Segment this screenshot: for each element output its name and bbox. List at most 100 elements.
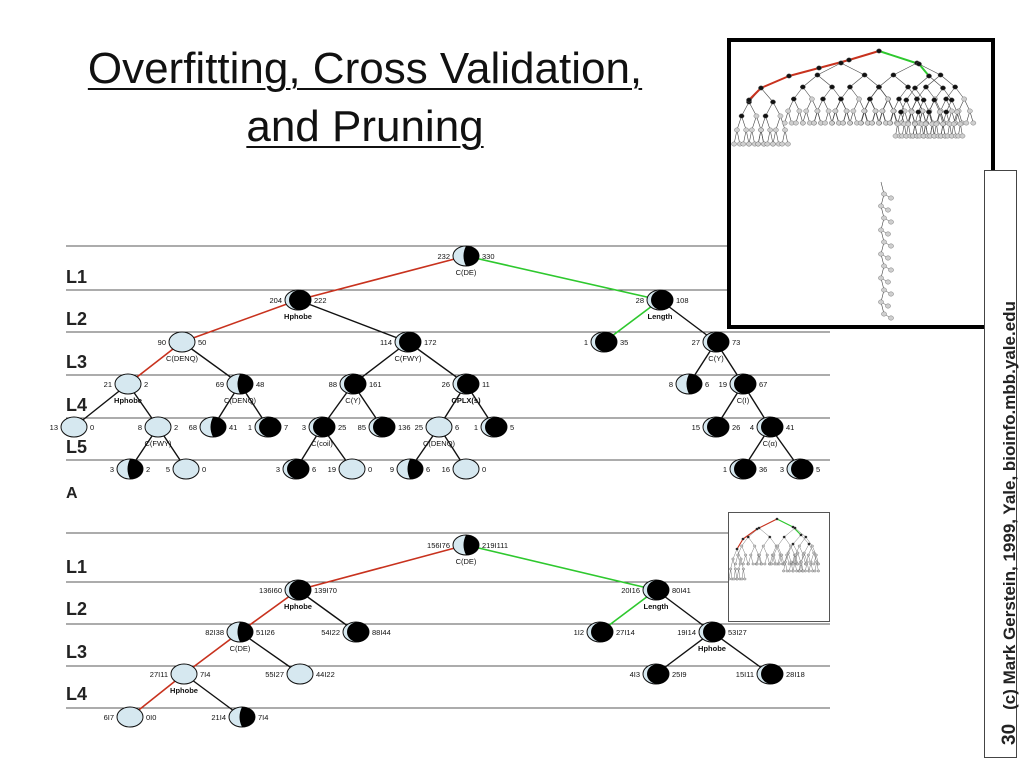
thumb-node bbox=[758, 127, 764, 133]
level-label-b-2: L2 bbox=[66, 599, 87, 619]
thumb-edge bbox=[792, 554, 795, 565]
thumb-edge bbox=[940, 74, 956, 88]
level-label-a-4: L4 bbox=[66, 395, 87, 415]
thumb-node bbox=[816, 65, 822, 71]
thumb-node bbox=[791, 525, 795, 529]
thumb-edge bbox=[750, 554, 754, 565]
tree-b-node-left-count: 15I11 bbox=[736, 670, 754, 679]
thumb-edge bbox=[797, 552, 801, 563]
thumb-edge bbox=[772, 554, 775, 565]
tree-a-node-left-count: 232 bbox=[437, 252, 450, 261]
thumb-edge bbox=[745, 554, 749, 565]
thumb-edge bbox=[804, 543, 810, 554]
thumb-node bbox=[799, 120, 806, 126]
tree-a-node-left-count: 1 bbox=[248, 423, 252, 432]
thumb-edge bbox=[814, 561, 817, 572]
tree-a-node-label: C(DE) bbox=[456, 268, 477, 277]
thumb-edge bbox=[803, 554, 806, 565]
thumb-edge bbox=[800, 534, 810, 545]
tree-a-node-right-count: 6 bbox=[426, 465, 430, 474]
thumb-edge bbox=[748, 554, 751, 565]
thumb-node bbox=[755, 141, 761, 147]
thumb-edge bbox=[737, 554, 741, 565]
tree-a-node-right-count: 0 bbox=[368, 465, 372, 474]
thumb-node bbox=[912, 121, 918, 127]
thumb-node bbox=[926, 109, 932, 115]
tree-a-edge bbox=[297, 299, 409, 343]
thumb-edge bbox=[794, 554, 798, 565]
level-label-b-4: L4 bbox=[66, 684, 87, 704]
thumb-edge bbox=[914, 75, 930, 89]
thumb-node bbox=[931, 97, 938, 103]
thumb-node bbox=[734, 127, 740, 133]
thumb-edge bbox=[748, 536, 755, 547]
thumb-node bbox=[888, 315, 894, 321]
tree-a-node-left-count: 4 bbox=[750, 423, 754, 432]
tree-a-node-left-count: 15 bbox=[692, 423, 700, 432]
tree-a-node-label: CPLX(s) bbox=[451, 396, 481, 405]
tree-a-node-right-count: 67 bbox=[759, 380, 767, 389]
thumb-node bbox=[753, 113, 760, 119]
thumb-edge bbox=[756, 554, 759, 565]
thumb-edge bbox=[784, 536, 791, 547]
thumb-node bbox=[751, 562, 755, 566]
thumb-node bbox=[829, 84, 835, 90]
thumb-node bbox=[802, 551, 806, 555]
thumb-node bbox=[878, 227, 884, 233]
thumb-node bbox=[793, 553, 797, 557]
thumb-node bbox=[767, 127, 773, 133]
thumb-node bbox=[807, 569, 811, 573]
thumb-edge bbox=[736, 548, 742, 560]
tree-b-node-left-count: 21I4 bbox=[211, 713, 226, 722]
thumb-node bbox=[762, 113, 769, 119]
thumb-edge bbox=[817, 62, 842, 76]
thumb-node bbox=[731, 141, 737, 147]
tree-a-node-right-count: 50 bbox=[198, 338, 206, 347]
tree-a-node-left-count: 26 bbox=[442, 380, 450, 389]
thumb-node bbox=[916, 61, 922, 67]
thumb-edge bbox=[735, 554, 739, 565]
thumb-node bbox=[773, 127, 779, 133]
thumb-node bbox=[741, 567, 745, 571]
thumb-node bbox=[799, 560, 803, 564]
thumb-edge bbox=[741, 101, 750, 117]
tree-a-node-left-count: 1 bbox=[723, 465, 727, 474]
tree-a-node-left-count: 3 bbox=[302, 423, 306, 432]
tree-b-node-label: C(DE) bbox=[230, 644, 251, 653]
pruned-tree-thumbnail-drawing bbox=[727, 517, 821, 581]
thumb-node bbox=[894, 121, 901, 127]
tree-b-node-left-count: 54I22 bbox=[321, 628, 340, 637]
thumb-node bbox=[943, 96, 949, 102]
thumb-edge bbox=[848, 50, 880, 61]
thumb-node bbox=[876, 84, 882, 90]
thumb-node bbox=[885, 279, 891, 285]
thumb-node bbox=[840, 120, 846, 126]
tree-a-edge bbox=[297, 255, 467, 301]
thumb-node bbox=[890, 108, 897, 114]
thumb-node bbox=[914, 96, 920, 102]
tree-a-node-left-count: 3 bbox=[780, 465, 784, 474]
thumb-node bbox=[779, 141, 785, 147]
thumb-node bbox=[796, 551, 800, 555]
tree-a-node-right-count: 222 bbox=[314, 296, 327, 305]
thumb-node bbox=[957, 121, 964, 127]
thumb-node bbox=[770, 99, 776, 105]
thumb-node bbox=[850, 108, 857, 114]
thumb-node bbox=[959, 133, 966, 139]
thumb-node bbox=[936, 109, 943, 115]
tree-a-node-label: Length bbox=[648, 312, 673, 321]
slide-title-line2: and Pruning bbox=[246, 102, 484, 151]
